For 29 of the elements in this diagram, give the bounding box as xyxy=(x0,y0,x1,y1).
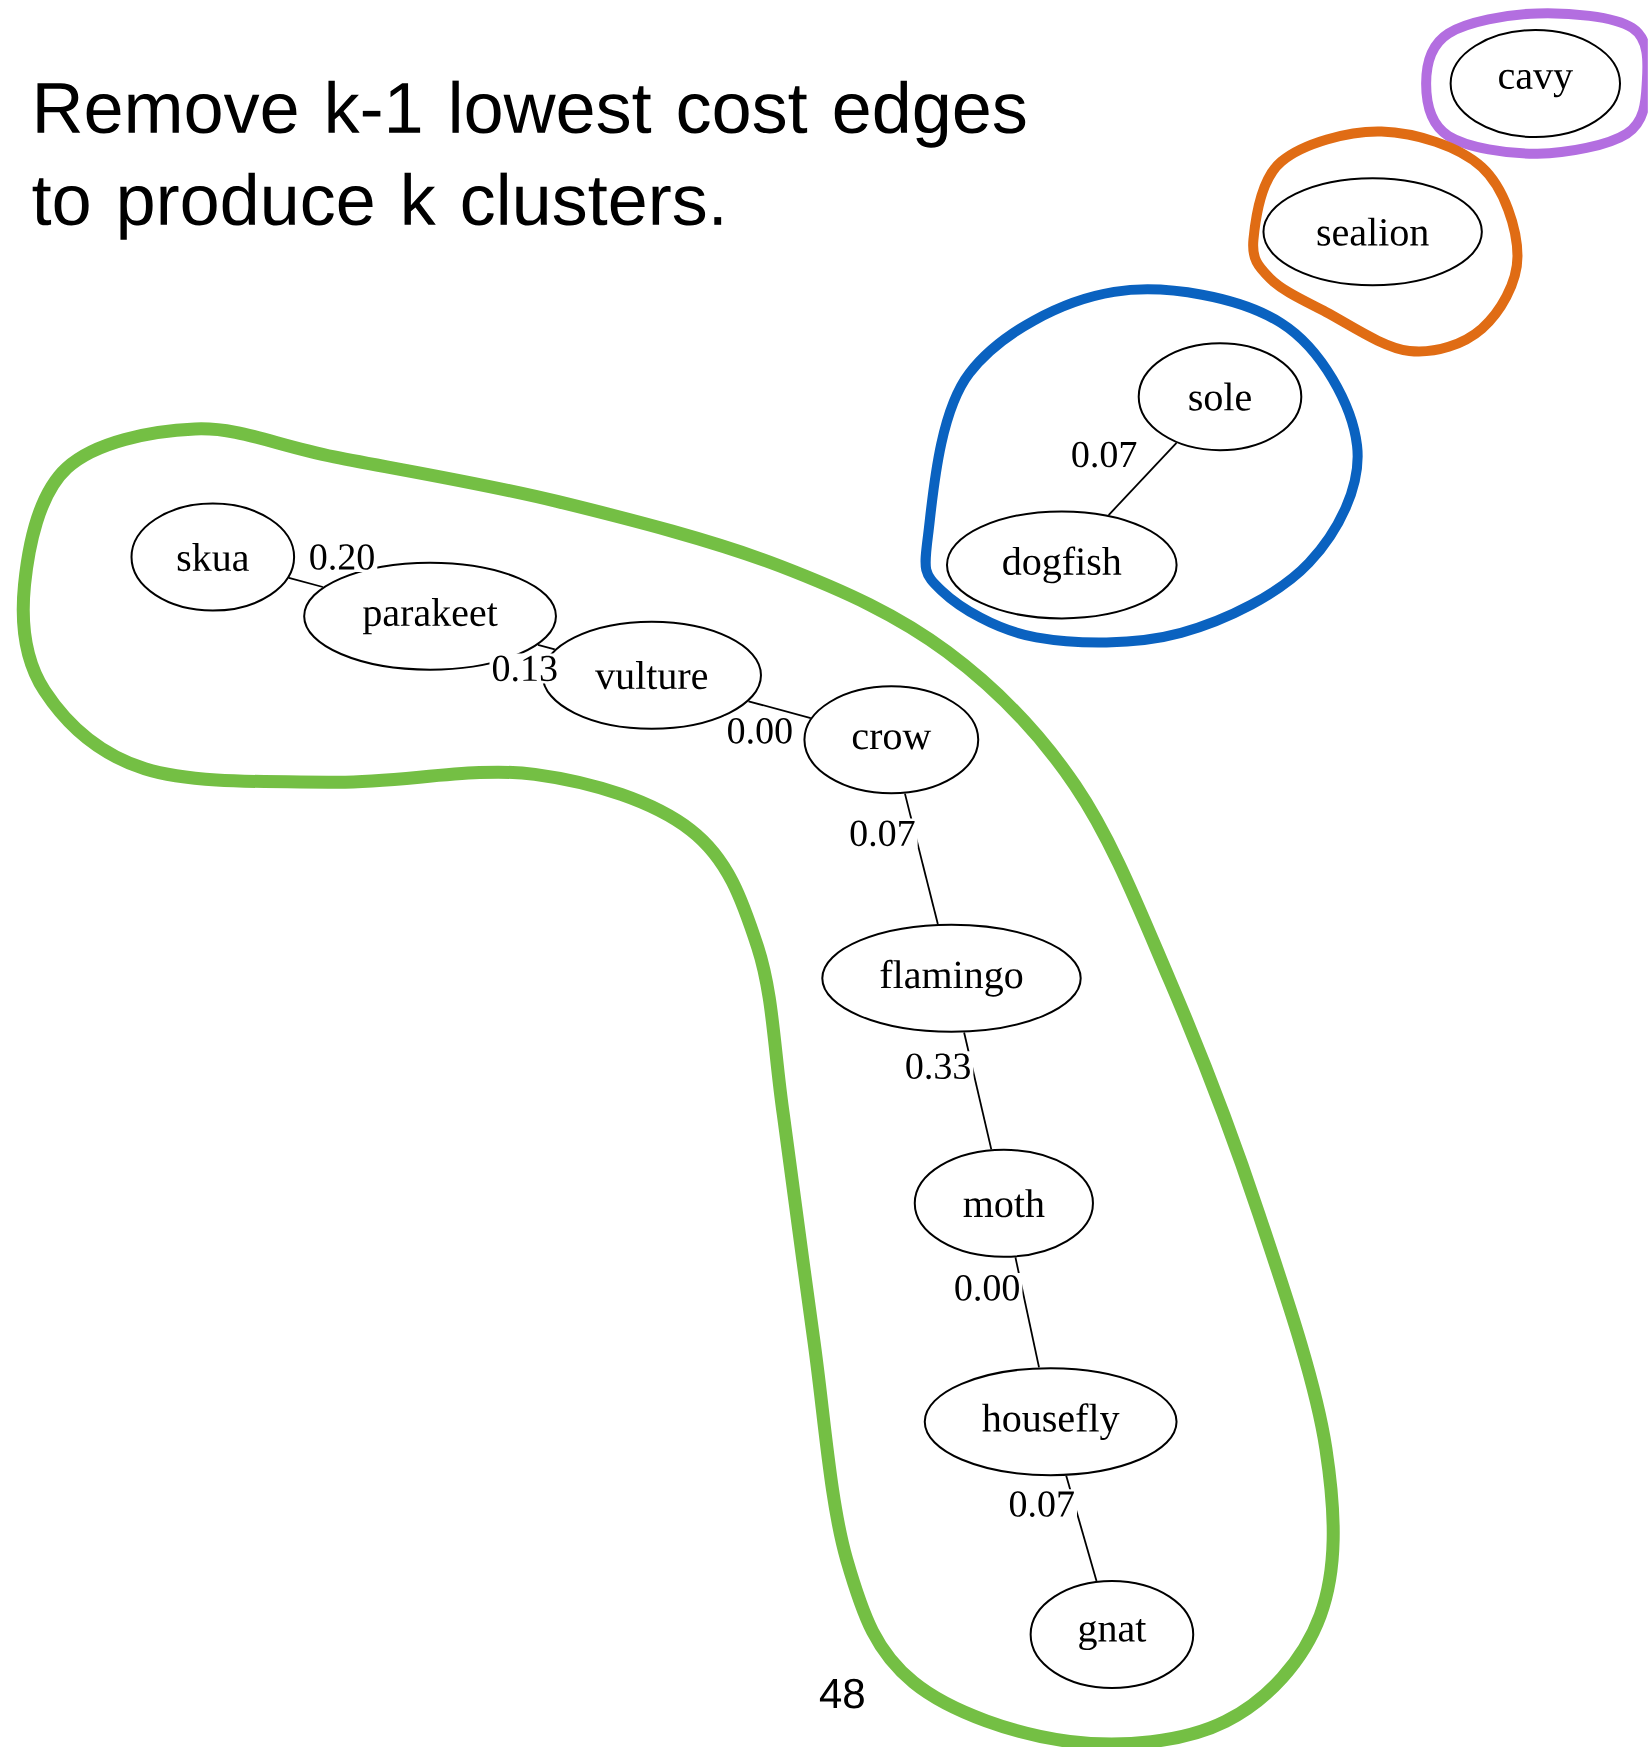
edge-label: 0.07 xyxy=(1068,439,1140,470)
cluster-outline xyxy=(1421,8,1648,159)
ellipse-node: sole xyxy=(1137,342,1303,452)
heading-text: Remove k-1 lowest cost edges to produce k clusters. xyxy=(32,80,1026,240)
edge-label: 0.07 xyxy=(1006,1489,1078,1520)
ellipse-node: flamingo xyxy=(821,923,1082,1033)
cluster-outline xyxy=(16,422,1340,1747)
edge-line xyxy=(1107,442,1178,516)
ellipse-node: skua xyxy=(130,502,296,612)
edge-line xyxy=(1014,1256,1040,1369)
cluster-outline xyxy=(1248,126,1523,357)
edge-line xyxy=(288,576,324,588)
edge-line xyxy=(747,700,812,719)
edge-label: 0.20 xyxy=(306,542,378,572)
ellipse-node: crow xyxy=(803,685,980,795)
ellipse-node: sealion xyxy=(1262,177,1483,287)
ellipse-node: gnat xyxy=(1029,1580,1195,1689)
edge-label: 0.07 xyxy=(847,818,918,849)
ellipse-node: dogfish xyxy=(946,510,1178,620)
ellipse-node: cavy xyxy=(1449,29,1622,139)
edge-line xyxy=(963,1031,993,1151)
cluster-outline xyxy=(920,284,1363,648)
ellipse-node: housefly xyxy=(923,1367,1178,1477)
ellipse-node: moth xyxy=(913,1148,1095,1258)
edge-label: 0.13 xyxy=(489,653,561,684)
edge-label: 0.33 xyxy=(902,1051,974,1082)
page-number: 48 xyxy=(820,1678,864,1709)
edge-line xyxy=(537,643,556,651)
edge-label: 0.00 xyxy=(952,1273,1023,1303)
